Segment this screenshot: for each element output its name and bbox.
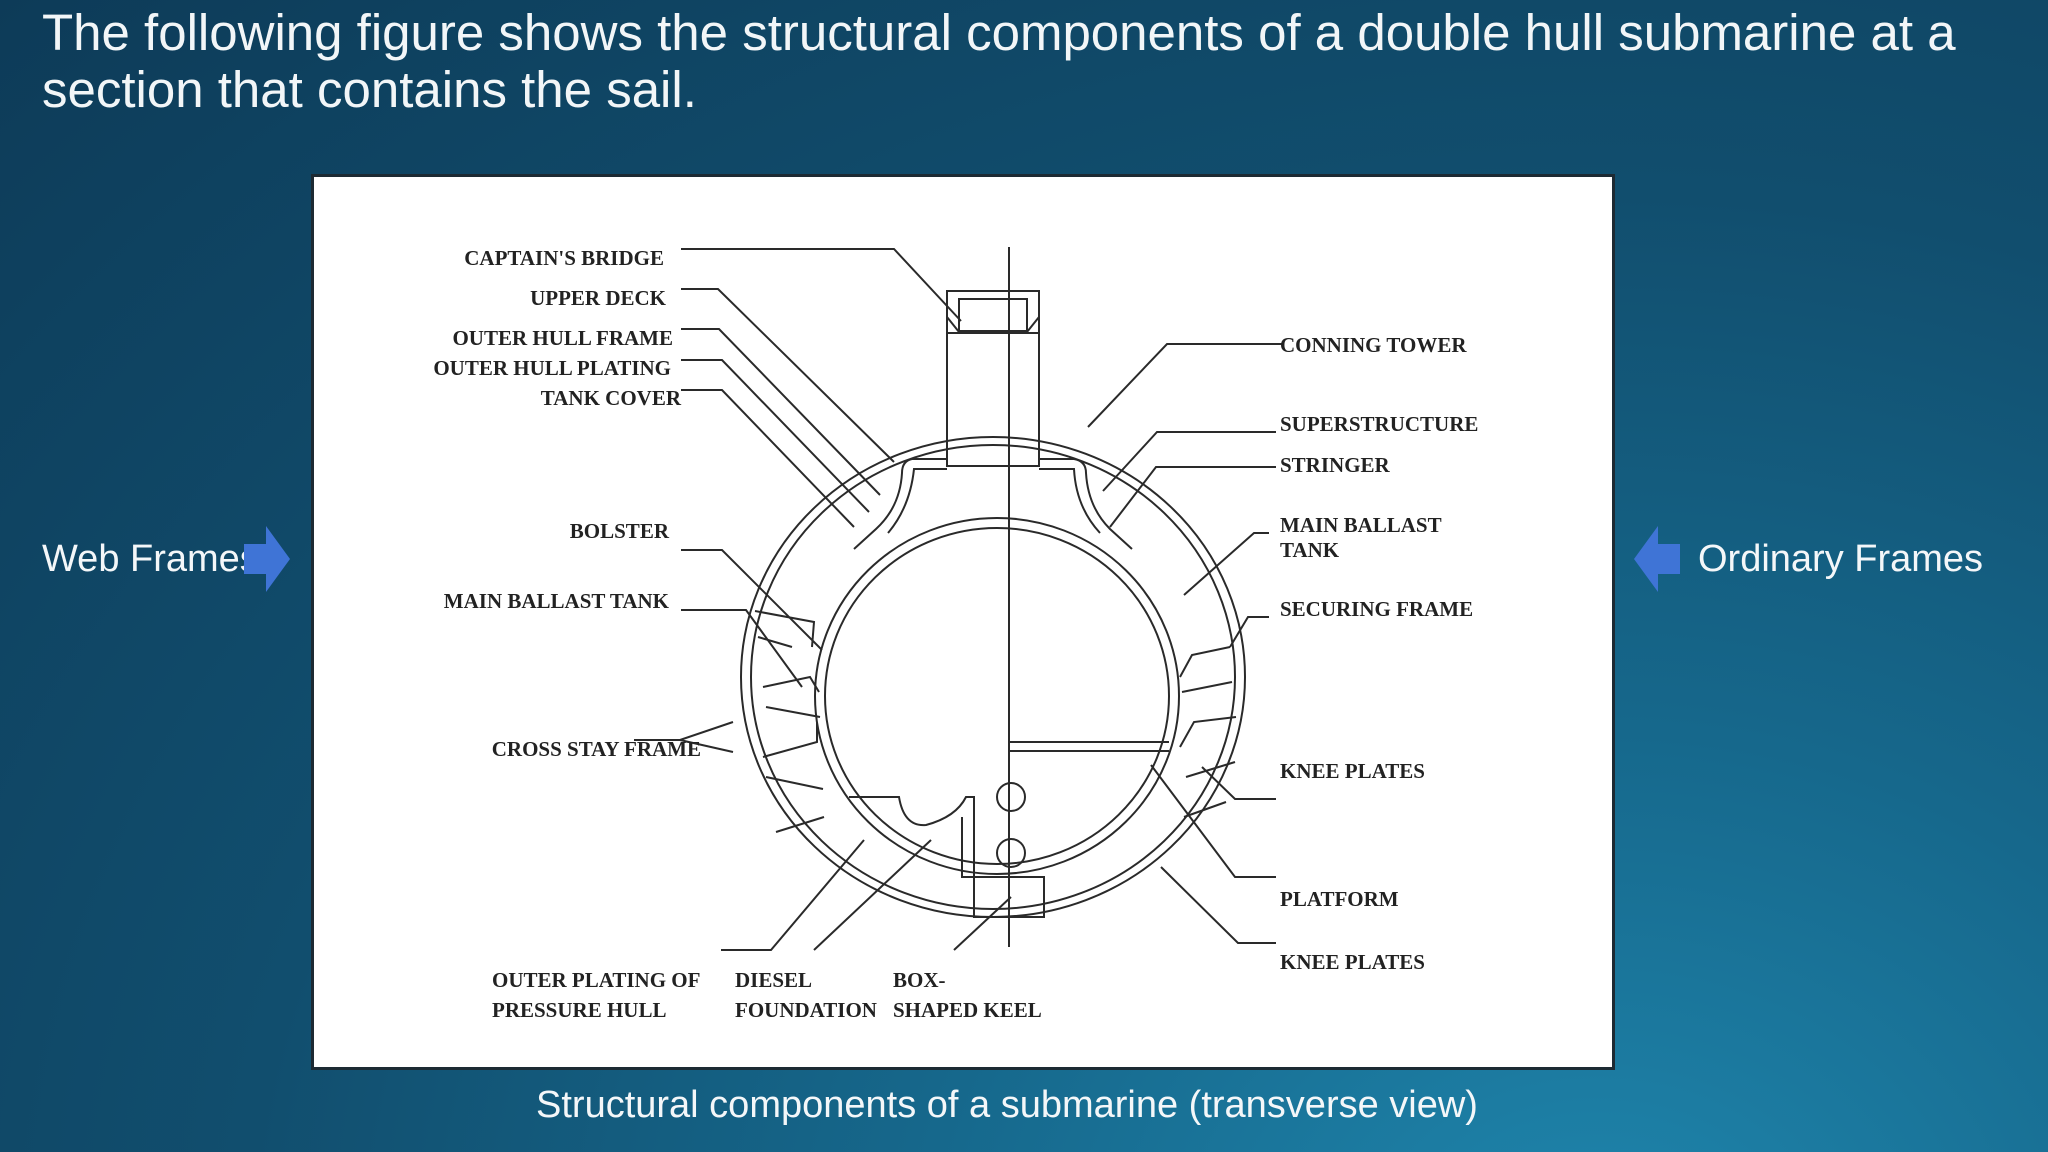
arrow-left-icon: [1634, 526, 1680, 592]
arrow-right-icon: [244, 526, 290, 592]
label-knee-plates-upper: KNEE PLATES: [1280, 759, 1425, 783]
figure-caption: Structural components of a submarine (tr…: [536, 1084, 1478, 1126]
label-captains-bridge: CAPTAIN'S BRIDGE: [464, 246, 664, 270]
submarine-diagram: CAPTAIN'S BRIDGE UPPER DECK OUTER HULL F…: [311, 174, 1615, 1070]
label-outer-plating-1: OUTER PLATING OF: [492, 968, 700, 992]
pressure-hull: [814, 517, 1180, 875]
label-superstructure: SUPERSTRUCTURE: [1280, 412, 1478, 436]
label-bolster: BOLSTER: [570, 519, 670, 543]
label-outer-plating-2: PRESSURE HULL: [492, 998, 666, 1022]
label-tank-cover: TANK COVER: [541, 386, 682, 410]
superstructure-right: [1039, 458, 1133, 550]
label-keel-2: SHAPED KEEL: [893, 998, 1042, 1022]
web-frames-label: Web Frames: [42, 538, 252, 580]
label-conning-tower: CONNING TOWER: [1280, 333, 1467, 357]
ordinary-frames-label: Ordinary Frames: [1698, 538, 1984, 580]
label-main-ballast-tank-left: MAIN BALLAST TANK: [444, 589, 670, 613]
bridge-housing: [958, 298, 1028, 332]
label-stringer: STRINGER: [1280, 453, 1391, 477]
label-knee-plates-lower: KNEE PLATES: [1280, 950, 1425, 974]
diagram-drawing: CAPTAIN'S BRIDGE UPPER DECK OUTER HULL F…: [433, 246, 1478, 1022]
superstructure-left: [853, 458, 947, 550]
label-platform: PLATFORM: [1280, 887, 1399, 911]
label-keel-1: BOX-: [893, 968, 946, 992]
label-upper-deck: UPPER DECK: [530, 286, 667, 310]
slide-title: The following figure shows the structura…: [42, 4, 1956, 118]
label-cross-stay-frame: CROSS STAY FRAME: [492, 737, 701, 761]
label-diesel-1: DIESEL: [735, 968, 812, 992]
label-securing-frame: SECURING FRAME: [1280, 597, 1473, 621]
sail-outline: [946, 290, 1040, 467]
label-outer-hull-frame: OUTER HULL FRAME: [452, 326, 673, 350]
label-main-ballast-tank-right-2: TANK: [1280, 538, 1340, 562]
box-keel: [973, 876, 1045, 918]
label-main-ballast-tank-right-1: MAIN BALLAST: [1280, 513, 1442, 537]
label-outer-hull-plating: OUTER HULL PLATING: [433, 356, 671, 380]
label-diesel-2: FOUNDATION: [735, 998, 877, 1022]
